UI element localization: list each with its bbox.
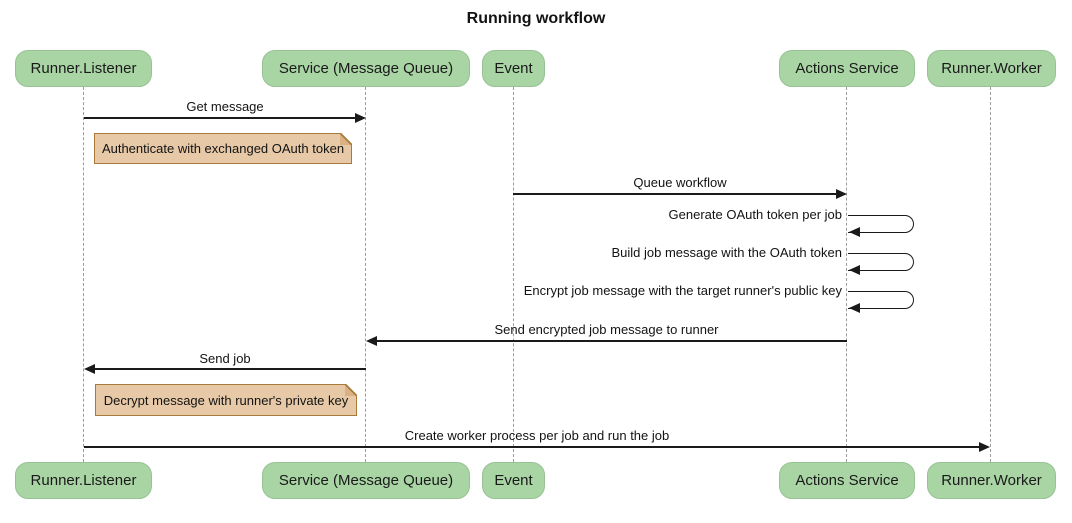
arrowhead-left-icon (849, 226, 860, 237)
message-line-create-worker (84, 446, 980, 448)
self-loop-build-job-message (848, 253, 914, 271)
note-authenticate: Authenticate with exchanged OAuth token (94, 133, 352, 164)
arrowhead-left-icon (849, 264, 860, 275)
message-line-get-message (84, 117, 356, 119)
message-label-generate-oauth: Generate OAuth token per job (668, 207, 842, 222)
message-label-build-job-message: Build job message with the OAuth token (611, 245, 842, 260)
lifeline-event (513, 87, 514, 462)
participant-top-service-mq: Service (Message Queue) (262, 50, 470, 87)
arrowhead-left-icon (849, 302, 860, 313)
arrowhead-right-icon (836, 189, 847, 199)
self-loop-generate-oauth (848, 215, 914, 233)
arrowhead-right-icon (355, 113, 366, 123)
participant-bottom-runner-listener: Runner.Listener (15, 462, 152, 499)
participant-top-runner-worker: Runner.Worker (927, 50, 1056, 87)
message-label-get-message: Get message (186, 99, 264, 114)
arrowhead-right-icon (979, 442, 990, 452)
participant-top-actions-service: Actions Service (779, 50, 915, 87)
arrowhead-left-icon (366, 336, 377, 346)
participant-bottom-actions-service: Actions Service (779, 462, 915, 499)
participant-top-runner-listener: Runner.Listener (15, 50, 152, 87)
lifeline-service-mq (365, 87, 366, 462)
note-decrypt: Decrypt message with runner's private ke… (95, 384, 357, 416)
message-line-send-encrypted (376, 340, 847, 342)
participant-bottom-runner-worker: Runner.Worker (927, 462, 1056, 499)
lifeline-runner-worker (990, 87, 991, 462)
participant-bottom-service-mq: Service (Message Queue) (262, 462, 470, 499)
diagram-title: Running workflow (466, 10, 606, 27)
lifeline-actions-service (846, 87, 847, 462)
self-loop-encrypt-job-message (848, 291, 914, 309)
message-label-create-worker: Create worker process per job and run th… (404, 428, 670, 443)
participant-top-event: Event (482, 50, 545, 87)
lifeline-runner-listener (83, 87, 84, 462)
message-label-queue-workflow: Queue workflow (633, 175, 727, 190)
message-label-encrypt-job-message: Encrypt job message with the target runn… (523, 283, 842, 298)
message-line-send-job (94, 368, 366, 370)
message-label-send-encrypted: Send encrypted job message to runner (494, 322, 719, 337)
message-line-queue-workflow (513, 193, 837, 195)
participant-bottom-event: Event (482, 462, 545, 499)
arrowhead-left-icon (84, 364, 95, 374)
message-label-send-job: Send job (199, 351, 251, 366)
